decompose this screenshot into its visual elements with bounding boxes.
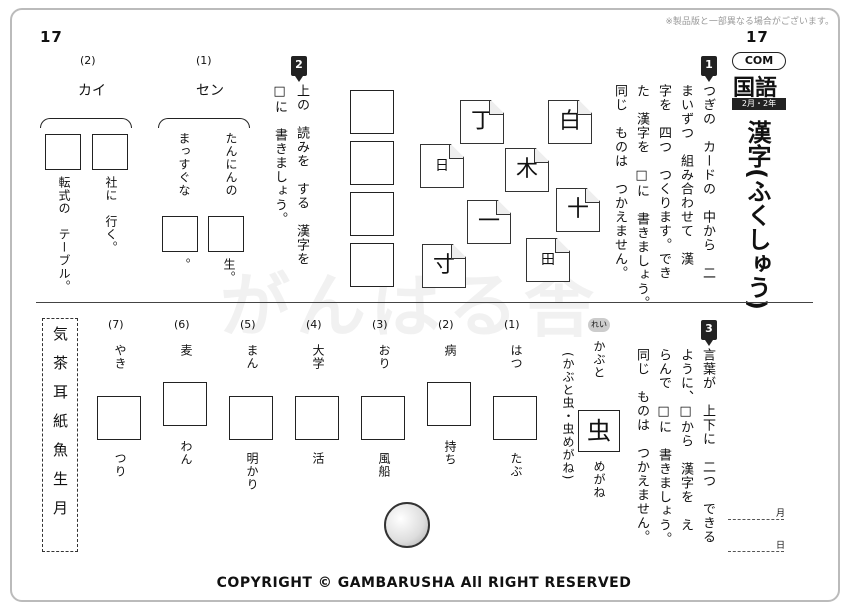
q3-4-box[interactable] (295, 396, 339, 440)
q3-7-top: やき (113, 344, 127, 370)
page-title: 漢字(ふくしゅう) (743, 120, 771, 310)
q3-5-bottom: 明かり (245, 452, 259, 491)
q3-6-box[interactable] (163, 382, 207, 426)
q3-1-box[interactable] (493, 396, 537, 440)
section2-badge: 2 (291, 56, 307, 82)
q3-3-label: (3) (372, 318, 388, 331)
q3-1-top: はつ (509, 344, 523, 370)
answer-box-1[interactable] (350, 90, 394, 134)
q3-7-label: (7) (108, 318, 124, 331)
q3-3-bottom: 風船 (377, 452, 391, 478)
com-badge: COM (732, 52, 786, 70)
example-note: (かぶと虫・虫めがね) (561, 352, 575, 481)
example-bottom: めがね (592, 460, 606, 499)
q2-2-box2[interactable] (45, 134, 81, 170)
q2-1-brace (158, 118, 250, 128)
ball-illustration (384, 502, 430, 548)
page-number-left: 17 (40, 28, 63, 46)
q2-2-box1[interactable] (92, 134, 128, 170)
choice-box (42, 318, 78, 552)
q3-2-box[interactable] (427, 382, 471, 426)
notice-text: ※製品版と一部異なる場合がございます。 (665, 17, 834, 27)
q2-2-item2: 転式の テーブル。 (57, 176, 71, 293)
q3-7-bottom: つり (113, 452, 127, 478)
q2-1-suffix1: 生。 (222, 258, 236, 284)
card-2[interactable]: 丁 (460, 100, 504, 144)
q2-1-item2: まっすぐな (177, 132, 191, 197)
card-8[interactable]: 寸 (422, 244, 466, 288)
card-7[interactable]: 田 (526, 238, 570, 282)
q3-4-label: (4) (306, 318, 322, 331)
q3-1-label: (1) (504, 318, 520, 331)
q2-1-label: (1) (196, 54, 212, 67)
q2-1-reading: セン (196, 83, 224, 99)
section3-line1: 言葉が 上下に 二つ できる (700, 348, 715, 544)
section1-line3: 字を 四つ つくります。でき (656, 84, 671, 280)
page-frame (10, 8, 840, 602)
q2-2-label: (2) (80, 54, 96, 67)
card-5[interactable]: 日 (420, 144, 464, 188)
example-top: かぶと (592, 340, 606, 379)
example-tag: れい (588, 318, 610, 332)
answer-box-2[interactable] (350, 141, 394, 185)
card-3[interactable]: 木 (505, 148, 549, 192)
q3-6-label: (6) (174, 318, 190, 331)
page-number-right: 17 (746, 28, 769, 46)
q2-2-reading: カイ (78, 83, 106, 99)
section3-line2: ように、□から 漢字を え (678, 348, 693, 532)
copyright: COPYRIGHT © GAMBARUSHA All RIGHT RESERVE… (216, 575, 632, 591)
section3-badge: 3 (701, 320, 717, 346)
q3-4-top: 大学 (311, 344, 325, 370)
month-label: 月 (776, 509, 786, 519)
subject-title: 国語 (733, 76, 778, 101)
q3-1-bottom: たぶ (509, 452, 523, 478)
q2-2-item1: 社に 行く。 (104, 176, 118, 254)
section3-line3: らんで □に 書きましょう。 (656, 348, 671, 546)
q2-1-box1[interactable] (208, 216, 244, 252)
section1-badge: 1 (701, 56, 717, 82)
section1-line2: まいずつ 組み合わせて 漢 (678, 84, 693, 266)
section2-line1: 上の 読みを する 漢字を (294, 84, 309, 266)
q2-1-suffix2: 。 (177, 258, 191, 271)
q2-1-item1: たんにんの (224, 132, 238, 197)
day-line (728, 538, 784, 552)
section1-line5: 同じ ものは つかえません。 (612, 84, 627, 280)
q3-5-top: まん (245, 344, 259, 370)
q3-2-bottom: 持ち (443, 440, 457, 466)
q3-2-label: (2) (438, 318, 454, 331)
q3-2-top: 病 (443, 344, 457, 357)
section-divider (36, 302, 813, 303)
section2-line2: □に 書きましょう。 (272, 84, 287, 226)
section1-line4: た 漢字を □に 書きましょう。 (634, 84, 649, 310)
answer-box-4[interactable] (350, 243, 394, 287)
section3-line4: 同じ ものは つかえません。 (634, 348, 649, 544)
q3-7-box[interactable] (97, 396, 141, 440)
q3-6-top: 麦 (179, 344, 193, 357)
grade-label: 2月・2年 (732, 98, 786, 110)
section1-line1: つぎの カードの 中から 二 (700, 84, 715, 280)
q2-2-brace (40, 118, 132, 128)
card-6[interactable]: 一 (467, 200, 511, 244)
q3-3-box[interactable] (361, 396, 405, 440)
q3-5-box[interactable] (229, 396, 273, 440)
month-line (728, 506, 784, 520)
example-answer: 虫 (578, 410, 620, 452)
q3-6-bottom: わん (179, 440, 193, 466)
card-4[interactable]: 十 (556, 188, 600, 232)
q3-4-bottom: 活 (311, 452, 325, 465)
q3-3-top: おり (377, 344, 391, 370)
q2-1-box2[interactable] (162, 216, 198, 252)
day-label: 日 (776, 541, 786, 551)
q3-5-label: (5) (240, 318, 256, 331)
answer-box-3[interactable] (350, 192, 394, 236)
choice-kanji: 気茶耳紙魚生月 (51, 326, 69, 529)
